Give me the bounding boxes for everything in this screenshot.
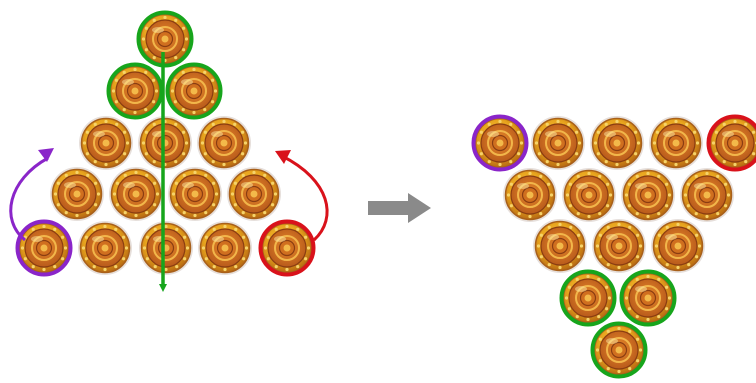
coin-after-r2-c2 bbox=[562, 168, 616, 222]
red-highlight-ring bbox=[706, 114, 756, 172]
purple-arrowhead-icon bbox=[38, 148, 54, 162]
coin-before-r3-c1 bbox=[79, 116, 133, 170]
coin-before-r3-c2 bbox=[138, 116, 192, 170]
red-arrowhead-icon bbox=[275, 150, 291, 164]
red-highlight-ring bbox=[258, 219, 316, 277]
coin-before-r5-c4 bbox=[198, 221, 252, 275]
coin-after-r1-c3 bbox=[590, 116, 644, 170]
coin-before-r5-c1 bbox=[15, 219, 73, 277]
coin-before-r5-c3 bbox=[139, 221, 193, 275]
purple-highlight-ring bbox=[15, 219, 73, 277]
coin-before-r3-c3 bbox=[197, 116, 251, 170]
right-arrow-icon bbox=[368, 193, 431, 223]
green-highlight-ring bbox=[590, 321, 648, 379]
coin-before-r4-c2 bbox=[109, 167, 163, 221]
green-highlight-ring bbox=[165, 62, 223, 120]
green-highlight-ring bbox=[559, 269, 617, 327]
coin-after-r3-c2 bbox=[592, 219, 646, 273]
coin-after-r2-c4 bbox=[680, 168, 734, 222]
coin-before-r4-c4 bbox=[227, 167, 281, 221]
coin-after-r1-c2 bbox=[531, 116, 585, 170]
coin-before-r1-c1 bbox=[136, 10, 194, 68]
purple-move-arrow bbox=[9, 156, 49, 242]
coin-before-r4-c3 bbox=[168, 167, 222, 221]
before-arrangement bbox=[15, 10, 316, 277]
green-highlight-ring bbox=[136, 10, 194, 68]
transform-arrow bbox=[368, 193, 431, 223]
coin-after-r1-c5 bbox=[706, 114, 756, 172]
coin-after-r2-c1 bbox=[503, 168, 557, 222]
coin-before-r2-c1 bbox=[106, 62, 164, 120]
coin-before-r2-c2 bbox=[165, 62, 223, 120]
coin-after-r3-c3 bbox=[651, 219, 705, 273]
coin-before-r5-c2 bbox=[78, 221, 132, 275]
coin-after-r3-c1 bbox=[533, 219, 587, 273]
coin-after-r4-c1 bbox=[559, 269, 617, 327]
after-arrangement bbox=[471, 114, 756, 379]
coin-after-r1-c4 bbox=[649, 116, 703, 170]
purple-highlight-ring bbox=[471, 114, 529, 172]
coin-before-r5-c5 bbox=[258, 219, 316, 277]
coin-before-r4-c1 bbox=[50, 167, 104, 221]
coin-after-r4-c2 bbox=[619, 269, 677, 327]
before-move-arrows bbox=[9, 52, 329, 292]
green-highlight-ring bbox=[619, 269, 677, 327]
red-move-arrow bbox=[281, 154, 329, 242]
coin-after-r2-c3 bbox=[621, 168, 675, 222]
coin-after-r1-c1 bbox=[471, 114, 529, 172]
coin-after-r5-c1 bbox=[590, 321, 648, 379]
